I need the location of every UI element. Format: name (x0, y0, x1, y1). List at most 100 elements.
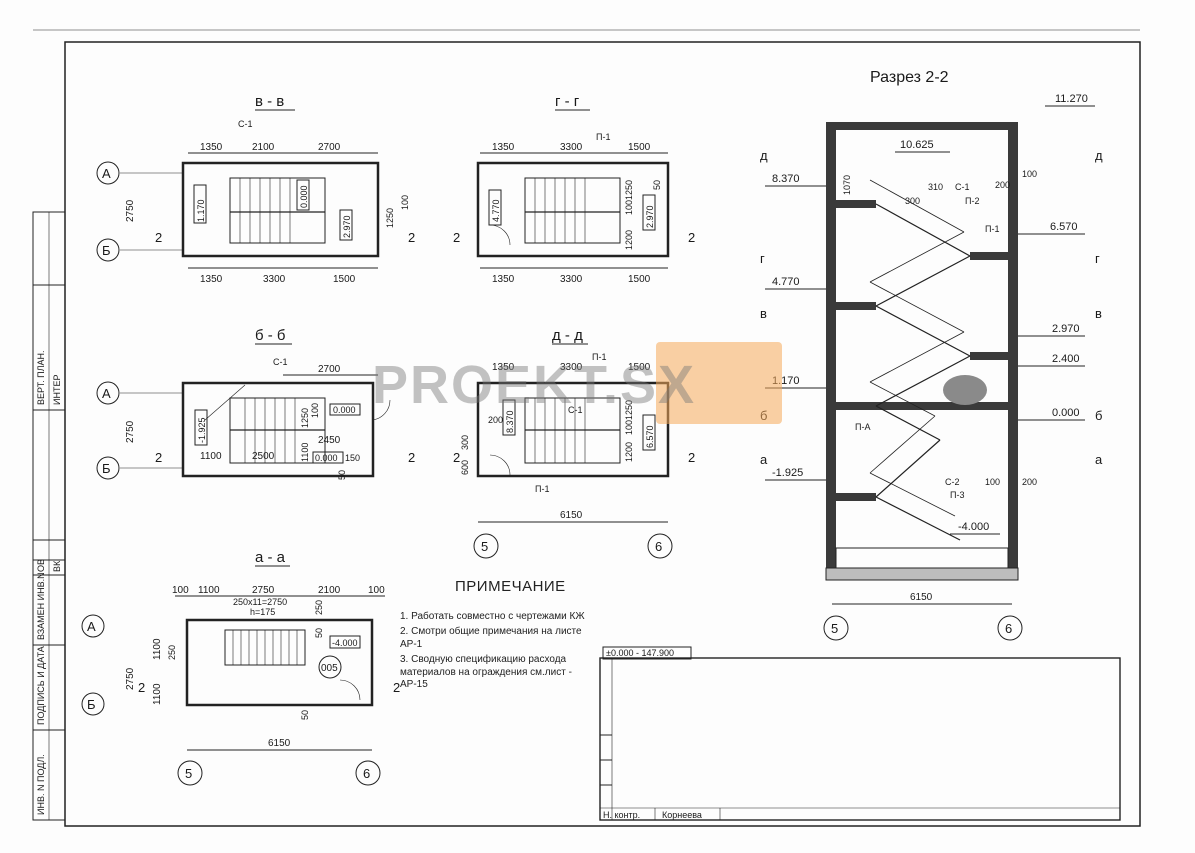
s22-mark-g-left: г (760, 251, 765, 266)
s22-mark-a-left: а (760, 452, 768, 467)
aa-dim-top-2: 1100 (198, 585, 220, 596)
axis-b-label-2: Б (102, 461, 111, 476)
s22-dim-1070: 1070 (842, 175, 852, 195)
dd-dim-top-1: 1350 (492, 362, 515, 373)
bb-dim-1100: 1100 (300, 443, 310, 462)
axis-6-label-1: 6 (655, 539, 662, 554)
s22-label-pa: П-А (855, 422, 870, 432)
dd-dim-100: 100 (624, 420, 634, 435)
aa-dim-50-b: 50 (300, 710, 310, 720)
aa-side-1100-a: 1100 (152, 638, 163, 660)
axis-b-bubble-1 (96, 238, 120, 262)
section-dd-title: д - д (552, 327, 583, 344)
vv-level-1170: 1.170 (196, 199, 206, 222)
section-aa: а - а 100 1100 2750 2100 100 250x11=2750… (81, 549, 400, 786)
vv-dim-1250: 1250 (385, 208, 395, 228)
section-bb: б - б 2700 С-1 -1.925 1250 100 0.000 110… (120, 327, 391, 480)
side-stamp-strip: ИНВ. N ПОДЛ. ПОДПИСЬ И ДАТА. ВЗАМЕН ИНВ.… (32, 211, 66, 821)
axis-b-label-1: Б (102, 243, 111, 258)
title-block: ±0.000 - 147.900 Н. контр. Корнеева (599, 646, 1121, 821)
s22-level-2400: 2.400 (1052, 353, 1080, 365)
strip-inv-podl: ИНВ. N ПОДЛ. (36, 754, 46, 815)
s22-mark-b-right: б (1095, 408, 1102, 423)
s22-dim-300: 300 (905, 196, 920, 206)
note-item-1: 1. Работать совместно с чертежами КЖ (400, 610, 585, 622)
sheet-frame (64, 41, 1141, 827)
s22-mark-d-right: д (1095, 148, 1103, 163)
gg-dim-top-1: 1350 (492, 142, 515, 153)
dd-label-s1: С-1 (568, 405, 583, 415)
s22-label-s1: С-1 (955, 182, 970, 192)
section-aa-title: а - а (255, 549, 286, 566)
bb-dim-50: 50 (337, 470, 347, 480)
section-dd: д - д 1350 3300 1500 П-1 200 8.370 С-1 1… (460, 327, 673, 559)
section-gg: г - г 1350 3300 1500 П-1 4.770 2.970 120… (476, 93, 670, 285)
bb-label-s1: С-1 (273, 357, 288, 367)
strip-inter: ИНТЕР (52, 375, 62, 405)
cut-mark-6: 2 (408, 450, 415, 465)
cut-mark-8: 2 (688, 450, 695, 465)
cut-mark-3: 2 (453, 230, 460, 245)
vv-dim-bot-1: 1350 (200, 274, 223, 285)
section22-title: Разрез 2-2 (870, 69, 949, 86)
notes-block: ПРИМЕЧАНИЕ 1. Работать совместно с черте… (400, 578, 600, 695)
aa-dim-50: 50 (314, 628, 324, 638)
s22-label-p3: П-3 (950, 490, 964, 500)
s22-mark-v-right: в (1095, 306, 1102, 321)
axis-a-label-1: А (102, 166, 111, 181)
cut-mark-9: 2 (138, 680, 145, 695)
s22-level-11270: 11.270 (1055, 93, 1088, 105)
vv-dim-100: 100 (400, 195, 410, 210)
strip-vk: ВК (52, 560, 62, 572)
s22-mark-g-right: г (1095, 251, 1100, 266)
strip-vzamen: ВЗАМЕН ИНВ.N (36, 572, 46, 640)
axis-b-label-3: Б (87, 697, 96, 712)
gg-dim-50: 50 (652, 180, 662, 190)
axis-5-label-2: 5 (185, 766, 192, 781)
bb-dim-bot-2: 2500 (252, 451, 275, 462)
dd-label-p1-bot: П-1 (535, 484, 549, 494)
cut-mark-4: 2 (688, 230, 695, 245)
aa-dim-top-3: 2750 (252, 585, 275, 596)
vv-dim-top-3: 2700 (318, 142, 341, 153)
axis-a-bubble-1 (96, 161, 120, 185)
s22-label-s2: С-2 (945, 477, 960, 487)
aa-total-dim: 6150 (268, 738, 291, 749)
aa-stair-spec: 250x11=2750 (233, 597, 287, 607)
vv-dim-top-2: 2100 (252, 142, 275, 153)
vv-level-0000: 0.000 (299, 185, 309, 208)
cut-mark-2: 2 (408, 230, 415, 245)
note-item-3: 3. Сводную спецификацию расхода материал… (400, 654, 572, 691)
s22-level-m4000: -4.000 (958, 521, 989, 533)
gg-dim-1200: 1200 (624, 230, 634, 250)
axis-6-label-2: 6 (363, 766, 370, 781)
strip-ov: ОВ (36, 559, 46, 572)
bb-dim-top-1: 2700 (318, 364, 341, 375)
s22-dim-200-bot: 200 (1022, 477, 1037, 487)
s22-level-6570: 6.570 (1050, 221, 1078, 233)
dd-dim-200: 200 (488, 415, 503, 425)
s22-dim-100-bot: 100 (985, 477, 1000, 487)
gg-dim-top-2: 3300 (560, 142, 583, 153)
stamp-n-kontr: Н. контр. (603, 810, 640, 820)
gg-label-p1: П-1 (596, 132, 610, 142)
gg-dim-bot-3: 1500 (628, 274, 651, 285)
gg-dim-top-3: 1500 (628, 142, 651, 153)
s22-level-8370: 8.370 (772, 173, 800, 185)
vv-plan-walls (181, 161, 380, 258)
cut-mark-1: 2 (155, 230, 162, 245)
aa-plan-walls (185, 618, 374, 707)
section-bb-title: б - б (255, 327, 286, 344)
dd-dim-1200: 1200 (624, 442, 634, 462)
s22-level-2970: 2.970 (1052, 323, 1080, 335)
gg-level-4770: 4.770 (491, 199, 501, 222)
vv-side-dim: 2750 (125, 199, 136, 222)
gg-dim-100: 100 (624, 200, 634, 215)
section-2-2: Разрез 2-2 10.625 11.270 8.370 6. (760, 69, 1103, 641)
gg-plan-walls (476, 161, 670, 258)
bb-dim-bot-1: 1100 (200, 451, 222, 462)
s22-level-10625: 10.625 (900, 139, 934, 151)
notes-heading: ПРИМЕЧАНИЕ (455, 578, 566, 595)
bb-dim-100: 100 (310, 403, 320, 418)
